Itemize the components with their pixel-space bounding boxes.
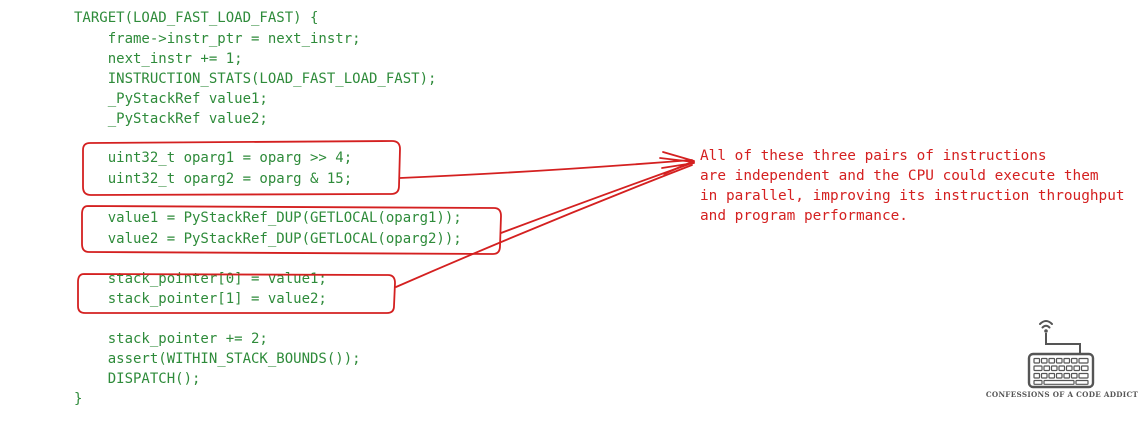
arrow-head: [661, 162, 695, 169]
arrow-line-oparg: [399, 159, 693, 179]
arrow-head: [662, 151, 695, 175]
code-line: INSTRUCTION_STATS(LOAD_FAST_LOAD_FAST);: [74, 71, 437, 87]
code-line: uint32_t oparg1 = oparg >> 4;: [74, 150, 353, 166]
code-line: _PyStackRef value2;: [74, 111, 268, 127]
code-listing: TARGET(LOAD_FAST_LOAD_FAST) { frame->ins…: [74, 10, 462, 407]
annotation-text: All of these three pairs of instructions…: [700, 146, 1136, 226]
annotation-line: All of these three pairs of instructions: [700, 148, 1047, 164]
code-line: DISPATCH();: [74, 371, 201, 387]
code-line: stack_pointer += 2;: [74, 331, 268, 347]
highlight-box-stack-pointer: [77, 273, 396, 314]
logo-text: CONFESSIONS OF A CODE ADDICT: [985, 390, 1139, 399]
annotation-line: and program performance.: [700, 208, 908, 224]
code-line: _PyStackRef value1;: [74, 91, 268, 107]
code-line: value2 = PyStackRef_DUP(GETLOCAL(oparg2)…: [74, 231, 462, 247]
logo: CONFESSIONS OF A CODE ADDICT: [984, 316, 1140, 406]
highlight-box-oparg: [82, 140, 401, 196]
keyboard-wifi-icon: [1027, 320, 1095, 389]
arrow-head: [659, 157, 695, 163]
arrow-line-stack-pointer: [395, 164, 693, 288]
code-line: value1 = PyStackRef_DUP(GETLOCAL(oparg1)…: [74, 210, 462, 226]
annotation-line: in parallel, improving its instruction t…: [700, 188, 1125, 204]
code-line: frame->instr_ptr = next_instr;: [74, 31, 361, 47]
code-line: }: [74, 391, 83, 407]
code-line: assert(WITHIN_STACK_BOUNDS());: [74, 351, 361, 367]
code-line: uint32_t oparg2 = oparg & 15;: [74, 171, 353, 187]
annotation-line: are independent and the CPU could execut…: [700, 168, 1099, 184]
code-line: next_instr += 1;: [74, 51, 243, 67]
highlight-box-value: [81, 205, 502, 255]
code-line: stack_pointer[1] = value2;: [74, 291, 327, 307]
code-line: TARGET(LOAD_FAST_LOAD_FAST) {: [74, 10, 319, 26]
